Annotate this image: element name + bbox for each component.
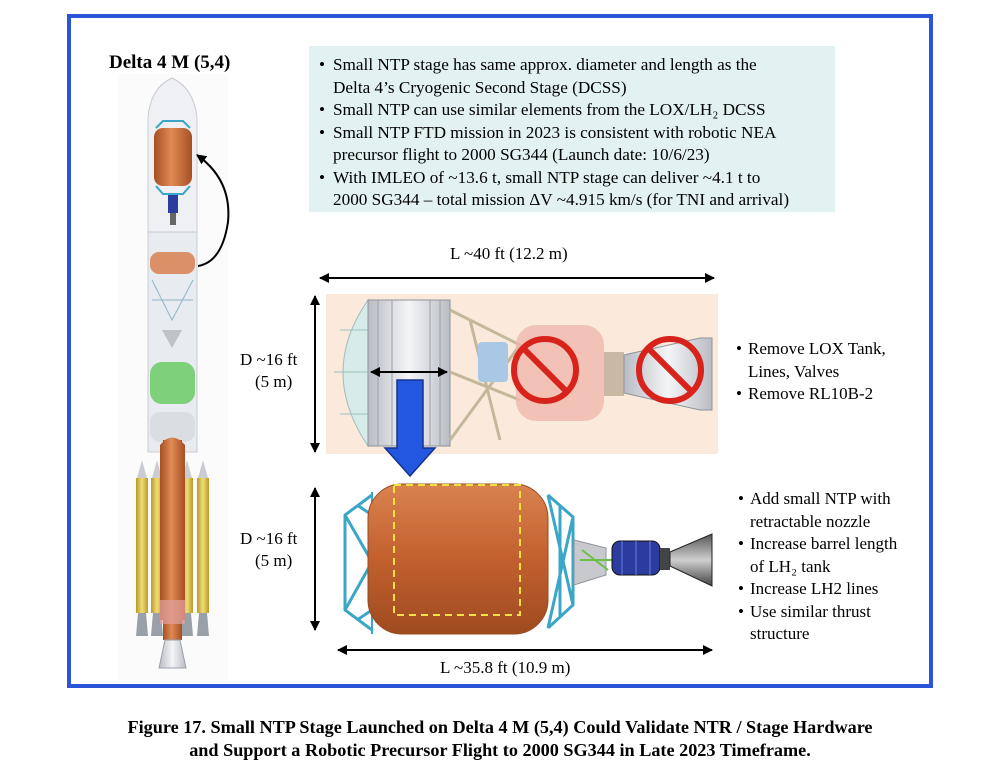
figure-frame xyxy=(67,14,933,688)
move-to-stage-arrow xyxy=(196,154,230,267)
dcss-note: Remove LOX Tank, Lines, Valves xyxy=(736,338,886,383)
lox-tank xyxy=(516,325,604,421)
caption-line-2: and Support a Robotic Precursor Flight t… xyxy=(189,740,811,760)
lh2-dome xyxy=(342,298,369,448)
dcss-diameter-metric-label: (5 m) xyxy=(255,372,293,391)
ntp-note: Use similar thrust structure xyxy=(738,601,897,646)
main-engine-nozzle xyxy=(158,639,187,669)
aft-truss xyxy=(546,493,575,630)
dcss-note: Remove RL10B-2 xyxy=(736,383,886,406)
ntp-stage-image xyxy=(343,483,713,635)
ntp-note: Increase LH2 lines xyxy=(738,578,897,601)
ntp-note: Add small NTP with retractable nozzle xyxy=(738,488,897,533)
summary-bullet: Small NTP FTD mission in 2023 is consist… xyxy=(319,122,827,167)
dcss-stage-image xyxy=(326,294,718,454)
rocket-label: Delta 4 M (5,4) xyxy=(109,52,231,73)
caption-line-1: Figure 17. Small NTP Stage Launched on D… xyxy=(127,717,873,737)
summary-bullet: Small NTP can use similar elements from … xyxy=(319,99,827,122)
dcss-notes: Remove LOX Tank, Lines, Valves Remove RL… xyxy=(736,338,886,406)
summary-bullet: With IMLEO of ~13.6 t, small NTP stage c… xyxy=(319,167,827,212)
summary-bullets: Small NTP stage has same approx. diamete… xyxy=(309,46,835,212)
remove-lox-tank-symbol xyxy=(511,336,579,404)
barrel-extension-outline xyxy=(393,484,521,616)
summary-bullet: Small NTP stage has same approx. diamete… xyxy=(319,54,827,99)
fairing-ntp-tank xyxy=(154,128,192,186)
ntp-note: Increase barrel length of LH₂ tank xyxy=(738,533,897,578)
transform-arrow xyxy=(383,379,437,478)
remove-rl10-symbol xyxy=(636,336,704,404)
retractable-nozzle xyxy=(669,533,713,587)
ntp-diameter-metric-label: (5 m) xyxy=(255,551,293,570)
ntp-notes: Add small NTP with retractable nozzle In… xyxy=(738,488,897,646)
delta4-rocket xyxy=(118,74,230,681)
figure-caption: Figure 17. Small NTP Stage Launched on D… xyxy=(0,716,1000,762)
ntp-length-label: L ~35.8 ft (10.9 m) xyxy=(440,658,571,677)
dcss-diameter-label: D ~16 ft xyxy=(240,350,298,369)
forward-truss xyxy=(343,493,374,632)
ntp-diameter-label: D ~16 ft xyxy=(240,529,298,548)
dcss-length-label: L ~40 ft (12.2 m) xyxy=(450,244,568,263)
